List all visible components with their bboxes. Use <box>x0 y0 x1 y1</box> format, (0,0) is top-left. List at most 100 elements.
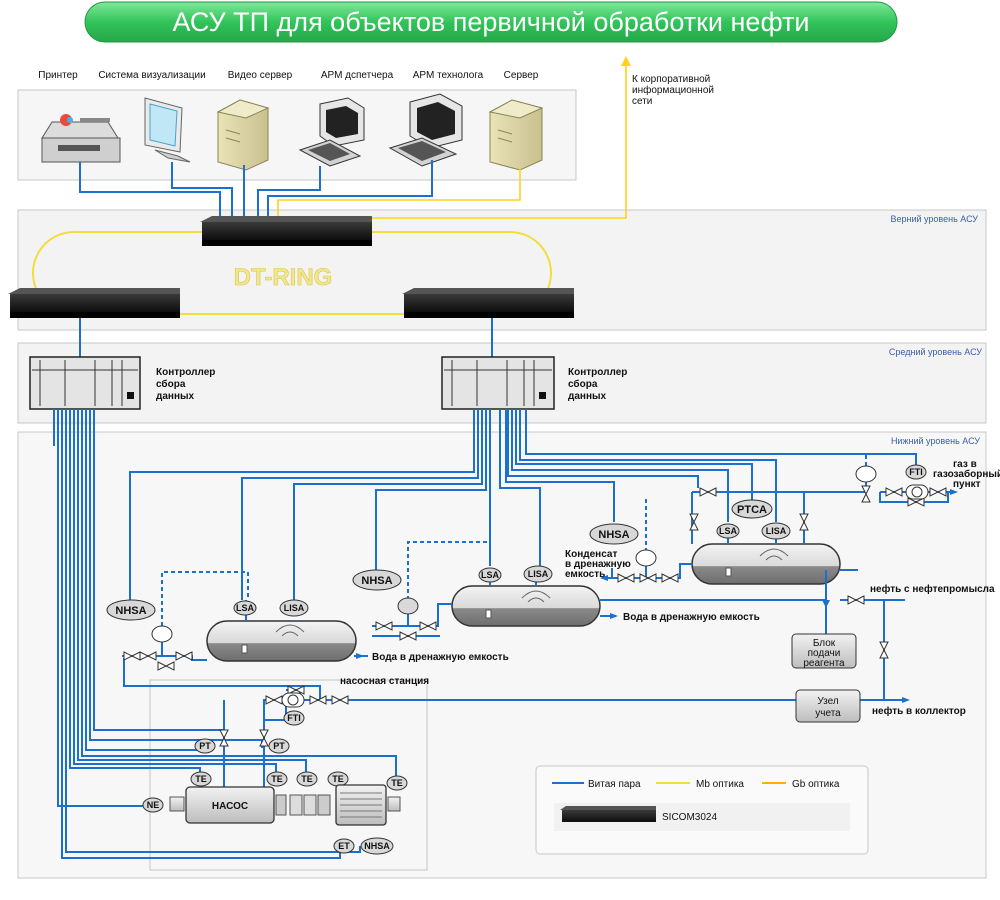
control-valve-2-icon <box>397 597 419 615</box>
svg-text:TE: TE <box>195 774 207 784</box>
svg-text:LSA: LSA <box>236 603 255 613</box>
svg-text:NHSA: NHSA <box>364 841 390 851</box>
tag-pt-1: PT <box>194 738 216 754</box>
svg-text:ET: ET <box>338 841 350 851</box>
metering-unit: Узел учета <box>795 689 861 723</box>
right-controller-cables <box>129 409 917 604</box>
water-drain-label-1: Вода в дренажную емкость <box>372 652 509 663</box>
switch-top <box>200 216 372 246</box>
workstation-links <box>79 160 521 222</box>
tag-te-1: TE <box>190 771 212 787</box>
svg-text:PTCA: PTCA <box>737 504 767 516</box>
printer-label: Принтер <box>38 70 78 81</box>
tag-fti-pump: FTI <box>283 710 305 726</box>
controller-left <box>29 356 141 410</box>
tag-lsa-2: LSA <box>478 567 502 583</box>
workstation-technologist-icon <box>388 93 463 167</box>
dashed-link-2 <box>407 541 490 600</box>
gas-line2: газозаборный <box>933 468 1000 480</box>
svg-text:TE: TE <box>301 774 313 784</box>
tag-et: ET <box>333 838 355 854</box>
pump-unit: НАСОС <box>169 784 401 826</box>
controller-right <box>441 356 555 410</box>
pump-station-label: насосная станция <box>340 676 429 687</box>
arrow-reagent-icon <box>822 600 830 608</box>
tag-te-3: TE <box>296 771 318 787</box>
controller-left-line3: данных <box>156 391 195 402</box>
tag-nhsa-pump: NHSA <box>360 837 394 855</box>
pump-label: НАСОС <box>212 801 248 812</box>
valves <box>123 485 947 747</box>
legend-switch-icon <box>562 810 656 822</box>
arrow-condensate-icon <box>600 575 608 581</box>
condensate-line1: Конденсат <box>565 549 617 560</box>
arm-dispatcher-label: АРМ дспетчера <box>321 70 394 81</box>
oil-in-label: нефть с нефтепромысла <box>870 583 995 595</box>
tag-lsa-3: LSA <box>716 523 740 539</box>
flowmeter-pump-icon <box>281 692 305 708</box>
control-valve-1-icon <box>151 625 173 643</box>
separator-tank-2 <box>451 585 601 627</box>
tag-lisa-2: LISA <box>523 565 553 583</box>
dashed-link-1 <box>161 571 249 626</box>
arrow-oil-out-icon <box>902 697 910 703</box>
zone-middle-label: Средний уровень АСУ <box>889 347 982 357</box>
title-banner: АСУ ТП для объектов первичной обработки … <box>84 1 898 43</box>
corporate-net-line1: К корпоративной <box>632 74 710 85</box>
tag-te-2: TE <box>266 771 288 787</box>
legend-device-label: SICOM3024 <box>662 812 717 823</box>
svg-text:NHSA: NHSA <box>598 529 629 541</box>
svg-text:подачи: подачи <box>808 648 841 659</box>
svg-text:NHSA: NHSA <box>115 605 146 617</box>
legend-gb-label: Gb оптика <box>792 779 840 790</box>
switch-right <box>402 288 574 318</box>
legend: Витая пара Mb оптика Gb оптика SICOM3024 <box>535 765 869 855</box>
zone-lower-label: Нижний уровень АСУ <box>891 436 980 446</box>
video-server-icon <box>216 99 270 171</box>
svg-text:PT: PT <box>273 741 285 751</box>
tag-nhsa-3: NHSA <box>589 523 639 545</box>
tag-fti-gas: FTI <box>905 464 927 480</box>
tag-ne: NE <box>142 797 164 813</box>
tag-lisa-3: LISA <box>761 522 791 540</box>
gas-line3: пункт <box>953 479 981 490</box>
tag-lsa-1: LSA <box>233 600 257 616</box>
control-valve-3-icon <box>635 549 657 567</box>
svg-text:учета: учета <box>815 708 841 719</box>
pump-station-frame <box>149 679 428 871</box>
arrow-water-2-icon <box>610 613 618 619</box>
condensate-line2: в дренажную <box>565 559 631 570</box>
svg-text:LISA: LISA <box>766 526 787 536</box>
svg-text:NE: NE <box>147 800 160 810</box>
svg-text:реагента: реагента <box>803 658 845 669</box>
arrow-gas-icon <box>950 489 958 495</box>
printer-icon <box>41 114 121 163</box>
tag-nhsa-1: NHSA <box>106 599 156 621</box>
legend-twisted-label: Витая пара <box>588 779 641 790</box>
controller-right-line3: данных <box>568 391 607 402</box>
server-icon <box>488 99 544 171</box>
zone-upper-label: Верний уровень АСУ <box>890 214 978 224</box>
tag-te-4: TE <box>327 771 349 787</box>
tag-pt-2: PT <box>268 738 290 754</box>
svg-text:FTI: FTI <box>909 467 923 477</box>
control-valve-4-icon <box>855 465 877 483</box>
visualization-label: Система визуализации <box>98 70 205 81</box>
svg-text:PT: PT <box>199 741 211 751</box>
svg-text:TE: TE <box>391 778 403 788</box>
svg-text:FTI: FTI <box>287 713 301 723</box>
corporate-net-line2: информационной <box>632 84 714 96</box>
server-label: Сервер <box>504 70 539 81</box>
page-title: АСУ ТП для объектов первичной обработки … <box>172 7 809 37</box>
flowmeter-gas-icon <box>905 484 929 500</box>
corporate-arrow-icon <box>621 56 631 66</box>
svg-text:LISA: LISA <box>284 603 305 613</box>
corporate-network-link <box>372 60 627 219</box>
tag-lisa-1: LISA <box>279 599 309 617</box>
controller-left-line2: сбора <box>156 378 186 390</box>
svg-text:LSA: LSA <box>719 526 738 536</box>
controller-left-line1: Контроллер <box>156 367 215 378</box>
condensate-line3: емкость <box>565 569 605 580</box>
svg-text:TE: TE <box>332 774 344 784</box>
